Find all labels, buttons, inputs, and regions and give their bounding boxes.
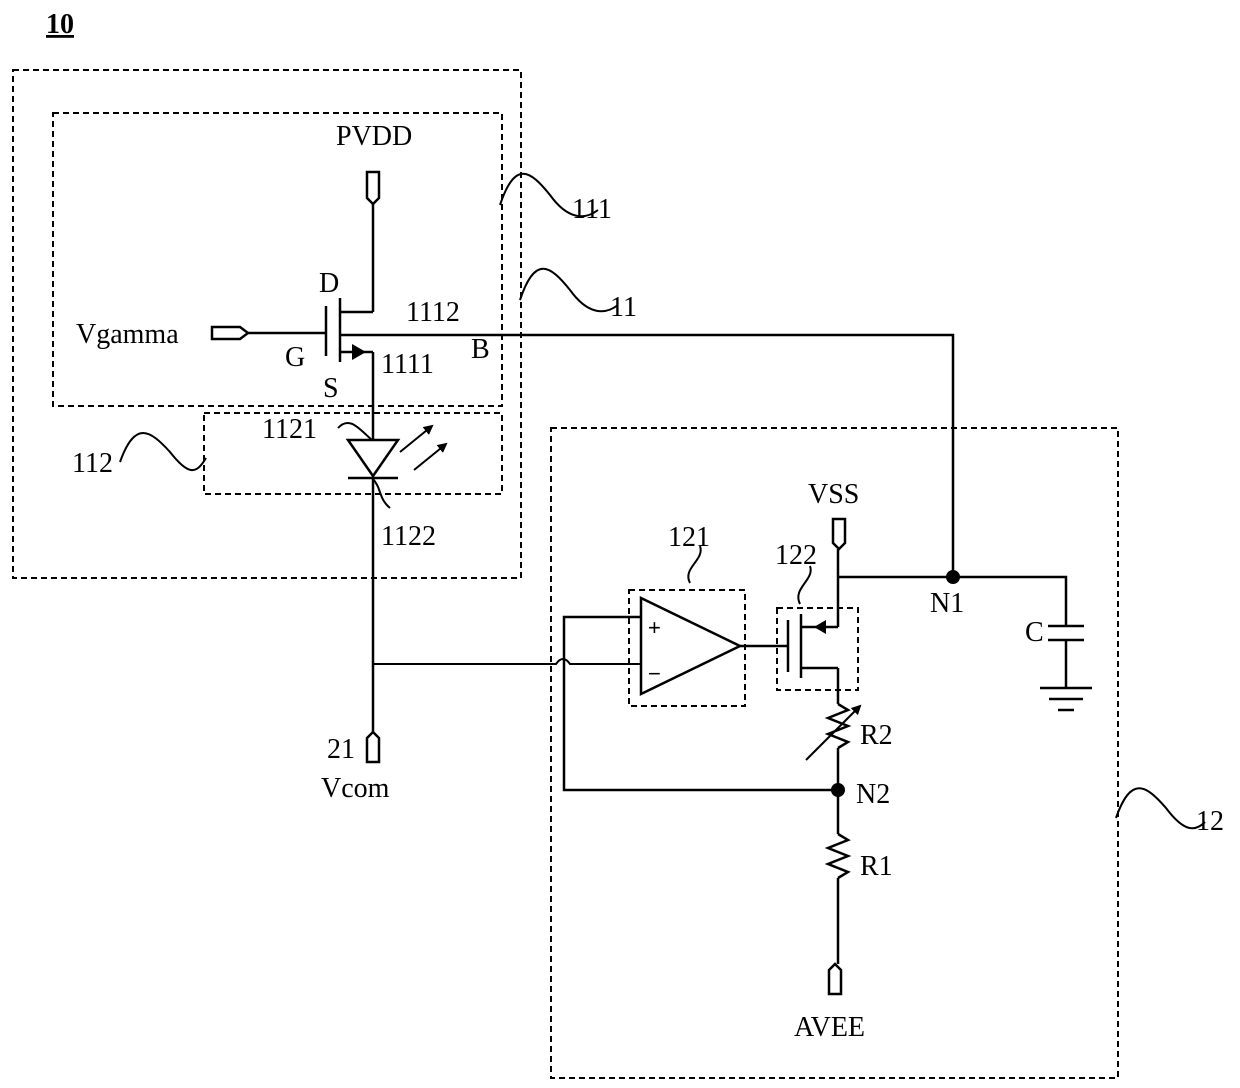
leader-11 — [520, 269, 618, 311]
variable-resistor-r2-icon — [806, 690, 860, 790]
label-bulk: B — [471, 334, 490, 365]
label-resistor-r2: R2 — [860, 720, 893, 751]
leader-1121 — [338, 423, 372, 440]
box-12 — [551, 428, 1118, 1078]
label-node-n2: N2 — [856, 779, 890, 810]
leader-112 — [120, 433, 206, 470]
label-vgamma: Vgamma — [76, 319, 179, 350]
label-source: S — [323, 373, 339, 404]
minus-input-wire — [373, 659, 640, 664]
avee-pin-icon — [829, 964, 841, 994]
box-111 — [53, 113, 502, 406]
label-avee: AVEE — [794, 1012, 865, 1043]
vcom-pin-icon — [367, 732, 379, 762]
label-ref-1112: 1112 — [406, 297, 460, 328]
label-gate: G — [285, 342, 305, 373]
vgamma-pin-icon — [212, 327, 248, 339]
capacitor-icon — [1048, 626, 1084, 688]
label-ref-121: 121 — [668, 522, 710, 553]
leader-12 — [1116, 788, 1205, 828]
ground-icon — [1040, 688, 1092, 710]
label-drain: D — [319, 268, 339, 299]
op-amp-icon: + − — [641, 598, 740, 694]
label-ref-11: 11 — [610, 292, 637, 323]
label-vcom: Vcom — [321, 773, 390, 804]
label-node-n1: N1 — [930, 588, 964, 619]
label-capacitor: C — [1025, 617, 1044, 648]
pvdd-pin-icon — [367, 172, 379, 204]
plus-input-wire — [564, 617, 838, 790]
vss-pin-icon — [833, 519, 845, 549]
drive-transistor-icon — [248, 204, 373, 440]
label-pvdd: PVDD — [336, 121, 412, 152]
box-121 — [629, 590, 745, 706]
leader-122 — [798, 566, 810, 604]
label-ref-1111: 1111 — [381, 349, 434, 380]
resistor-r1-icon — [828, 790, 848, 964]
label-vss: VSS — [808, 479, 859, 510]
label-ref-122: 122 — [775, 540, 817, 571]
label-ref-12: 12 — [1196, 806, 1224, 837]
op-amp-minus-sign: − — [648, 661, 661, 686]
label-ref-112: 112 — [72, 448, 113, 479]
label-ref-1121: 1121 — [262, 414, 317, 445]
label-ref-111: 111 — [572, 194, 612, 225]
op-amp-plus-sign: + — [648, 615, 661, 640]
figure-number: 10 — [46, 9, 74, 40]
label-ref-1122: 1122 — [381, 521, 436, 552]
label-resistor-r1: R1 — [860, 851, 893, 882]
led-icon — [348, 426, 446, 478]
label-ref-21: 21 — [327, 734, 355, 765]
node-n1-dot — [946, 570, 960, 584]
